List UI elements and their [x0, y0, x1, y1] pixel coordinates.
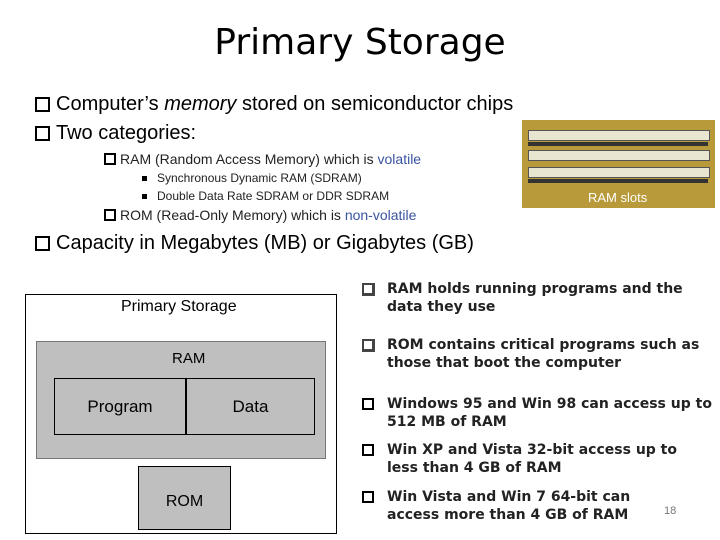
shadow-box-bullet-icon: [362, 283, 375, 296]
checkbox-bullet-icon: [35, 97, 50, 112]
bullet-sdram: Synchronous Dynamic RAM (SDRAM): [142, 171, 362, 185]
bullet-memory: Computer’s memory stored on semiconducto…: [35, 93, 513, 116]
square-bullet-icon: [142, 175, 147, 181]
right-bullet-rom: ROM contains critical programs such as t…: [362, 336, 712, 372]
ram-slot: [528, 167, 710, 178]
ram-block: RAM Program Data: [36, 341, 326, 459]
checkbox-bullet-icon: [104, 209, 116, 221]
ram-slot: [528, 150, 710, 161]
bullet-emphasis: memory: [164, 93, 237, 115]
ram-label: RAM: [172, 350, 206, 367]
right-bullet-win95: Windows 95 and Win 98 can access up to 5…: [362, 395, 712, 431]
data-label: Data: [232, 397, 269, 416]
checkbox-bullet-icon: [362, 398, 374, 410]
right-bullet-text: Win XP and Vista 32-bit access up to les…: [387, 442, 677, 476]
bullet-text: Double Data Rate SDRAM or DDR SDRAM: [157, 189, 390, 203]
right-bullet-text: Windows 95 and Win 98 can access up to 5…: [387, 396, 712, 430]
checkbox-bullet-icon: [35, 236, 50, 251]
rom-block: ROM: [138, 466, 231, 530]
right-bullet-ram: RAM holds running programs and the data …: [362, 280, 712, 316]
checkbox-bullet-icon: [35, 126, 50, 141]
bullet-text: Synchronous Dynamic RAM (SDRAM): [157, 171, 362, 185]
bullet-text: Capacity in Megabytes (MB) or Gigabytes …: [56, 232, 474, 254]
program-block: Program: [54, 378, 186, 435]
bullet-categories: Two categories:: [35, 122, 196, 145]
bullet-text: Two categories:: [56, 122, 197, 144]
shadow-box-bullet-icon: [362, 339, 375, 352]
ram-slot: [528, 130, 710, 141]
right-bullet-text: RAM holds running programs and the data …: [387, 281, 683, 315]
right-bullet-win7: Win Vista and Win 7 64-bit can access mo…: [362, 488, 682, 524]
program-label: Program: [87, 397, 153, 416]
bullet-text: stored on semiconductor chips: [236, 93, 514, 115]
checkbox-bullet-icon: [362, 444, 374, 456]
right-bullet-text: Win Vista and Win 7 64-bit can access mo…: [387, 489, 631, 523]
primary-storage-diagram: Primary Storage RAM Program Data ROM: [25, 294, 337, 534]
ram-slot: [528, 142, 708, 146]
checkbox-bullet-icon: [362, 491, 374, 503]
rom-label: ROM: [165, 493, 204, 510]
photo-caption: RAM slots: [588, 190, 648, 205]
square-bullet-icon: [142, 193, 147, 199]
bullet-text: ROM (Read-Only Memory) which is: [120, 207, 345, 223]
non-volatile-term: non-volatile: [344, 207, 417, 223]
bullet-ram: RAM (Random Access Memory) which is vola…: [104, 151, 421, 167]
checkbox-bullet-icon: [104, 153, 116, 165]
bullet-text: Computer’s: [56, 93, 165, 115]
right-bullet-text: ROM contains critical programs such as t…: [387, 337, 700, 371]
ram-slots-photo: RAM slots: [522, 120, 715, 208]
bullet-rom: ROM (Read-Only Memory) which is non-vola…: [104, 207, 416, 223]
page-number: 18: [664, 505, 677, 517]
bullet-ddr: Double Data Rate SDRAM or DDR SDRAM: [142, 189, 389, 203]
right-bullet-winxp: Win XP and Vista 32-bit access up to les…: [362, 441, 712, 477]
data-block: Data: [186, 378, 315, 435]
slide-title: Primary Storage: [214, 22, 506, 63]
bullet-text: RAM (Random Access Memory) which is: [120, 151, 378, 167]
diagram-title: Primary Storage: [121, 298, 237, 315]
bullet-capacity: Capacity in Megabytes (MB) or Gigabytes …: [35, 232, 474, 255]
volatile-term: volatile: [377, 151, 422, 167]
ram-slot: [528, 179, 708, 183]
